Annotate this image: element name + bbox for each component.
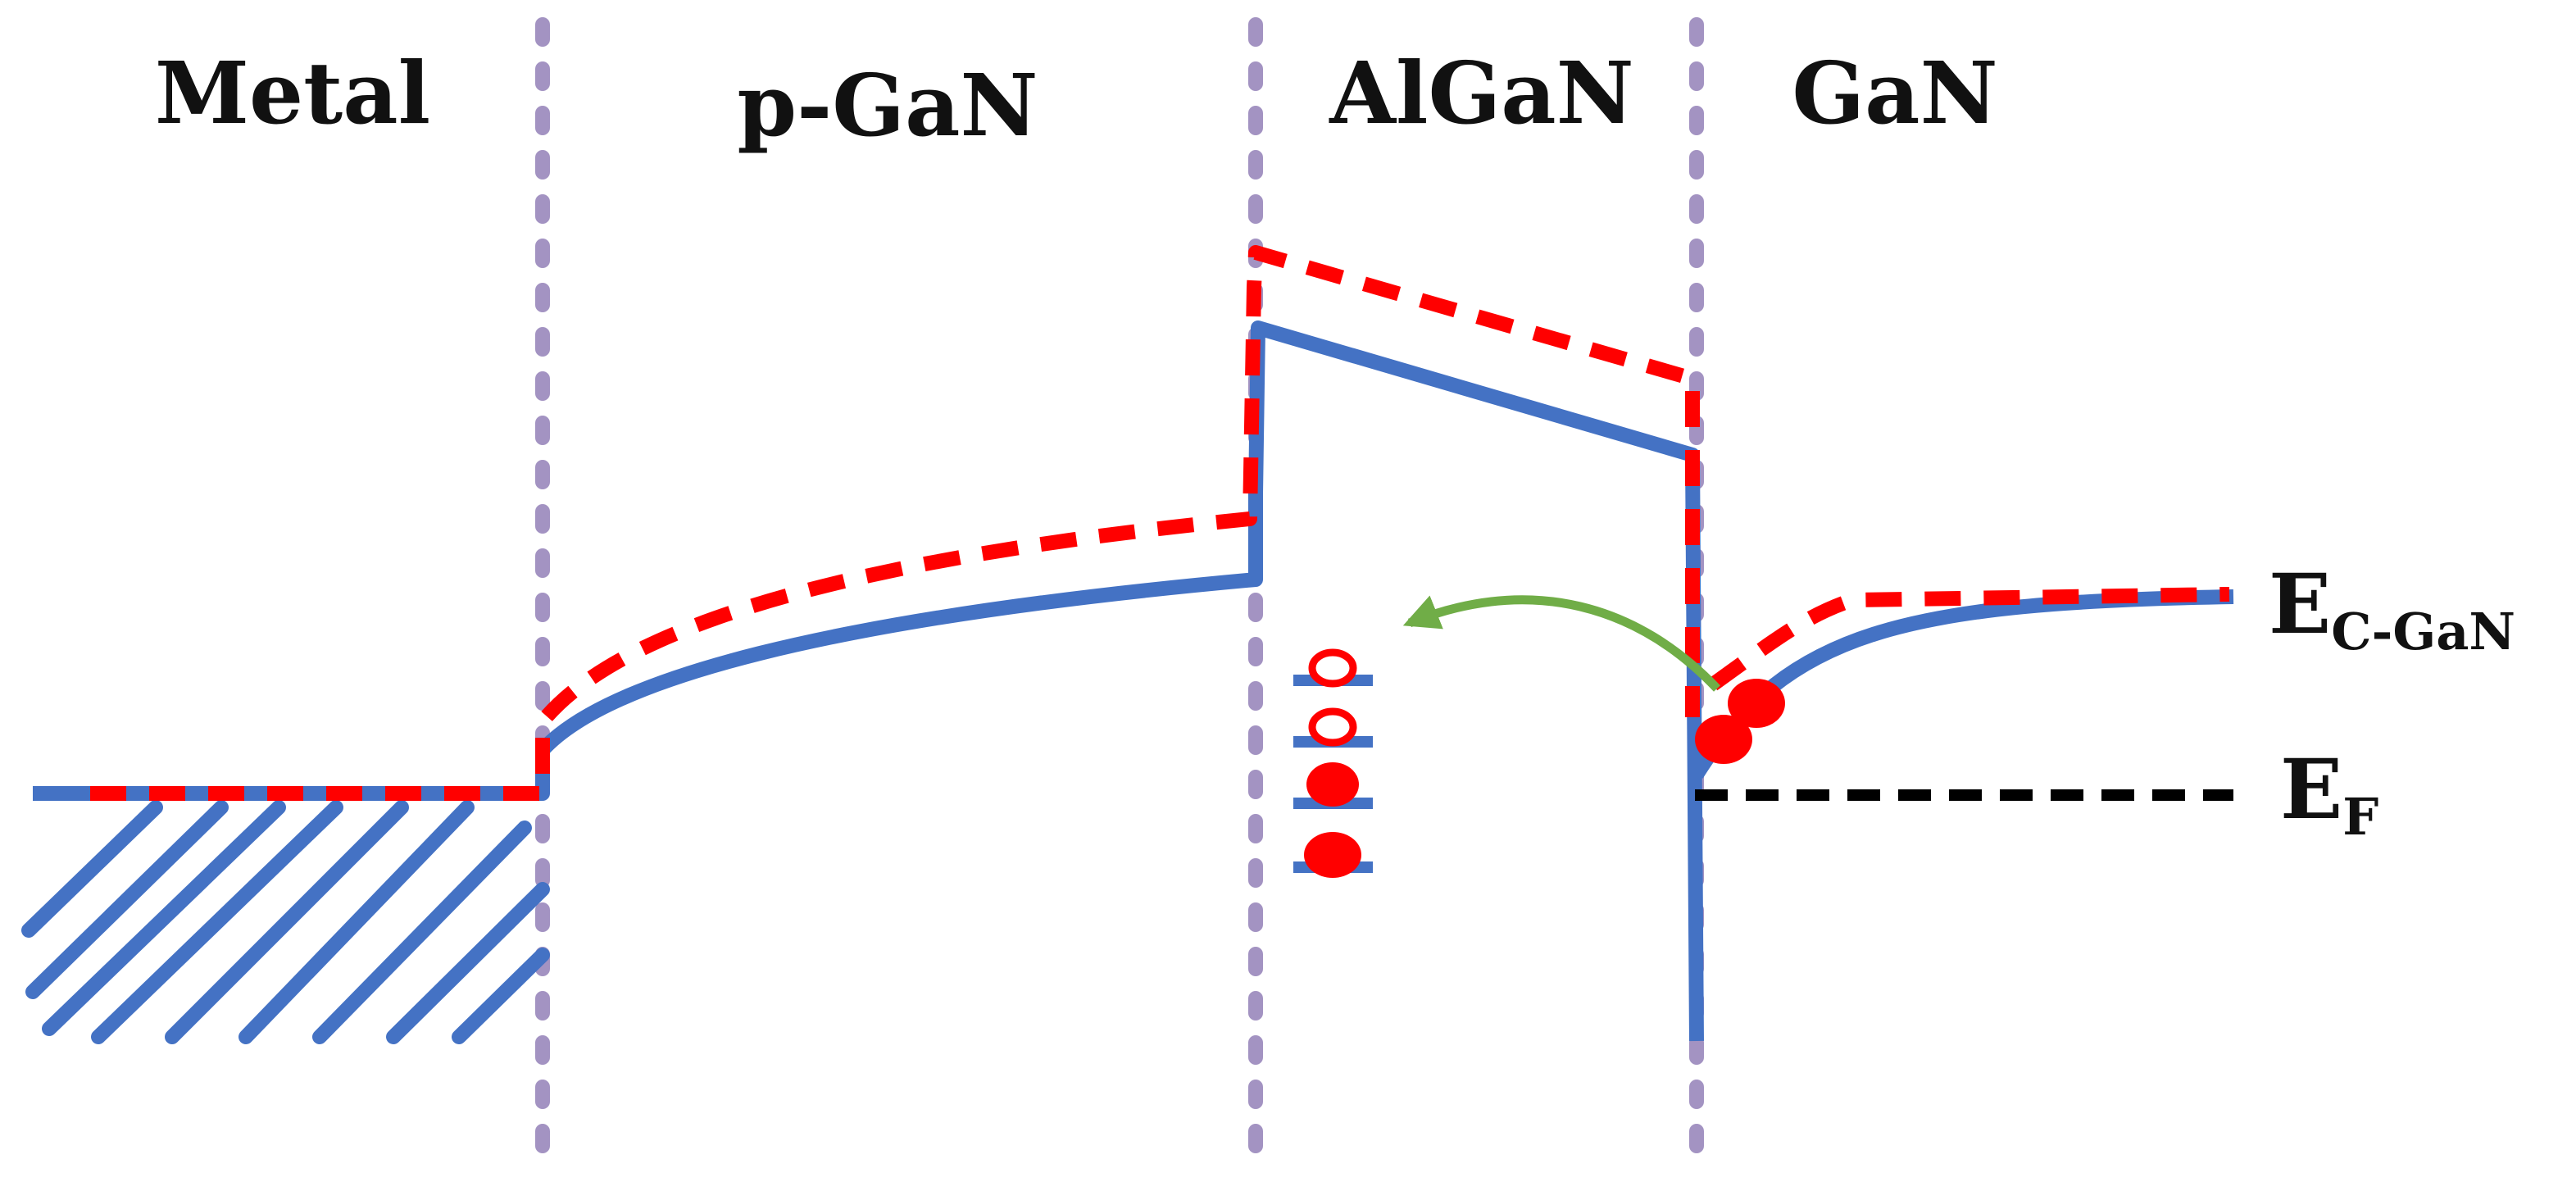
band-edge-dashed xyxy=(90,245,2230,801)
region-label-algan: AlGaN xyxy=(1329,43,1633,143)
fermi-level-label-main: E xyxy=(2280,741,2342,838)
conduction-band-label: EC-GaN xyxy=(2269,556,2515,661)
region-label-p-gan: p-GaN xyxy=(737,55,1038,156)
fermi-level-label-sub: F xyxy=(2342,787,2378,847)
region-label-gan: GaN xyxy=(1792,43,1997,143)
empty-trap-circle xyxy=(1308,707,1357,747)
trapping-arrow xyxy=(1402,595,1720,692)
empty-trap-circle xyxy=(1308,648,1357,688)
metal-hatching xyxy=(21,800,550,1044)
electron xyxy=(1695,715,1752,764)
conduction-band-label-sub: C-GaN xyxy=(2331,602,2515,661)
fermi-level-label: EF xyxy=(2280,741,2378,847)
region-label-metal: Metal xyxy=(155,43,430,143)
trap-states xyxy=(1293,648,1373,878)
conduction-band-label-main: E xyxy=(2269,556,2331,652)
electron xyxy=(1728,679,1785,728)
filled-trap-electron xyxy=(1304,832,1361,878)
band-edge-solid xyxy=(33,320,2234,1042)
filled-trap-electron xyxy=(1306,762,1359,807)
